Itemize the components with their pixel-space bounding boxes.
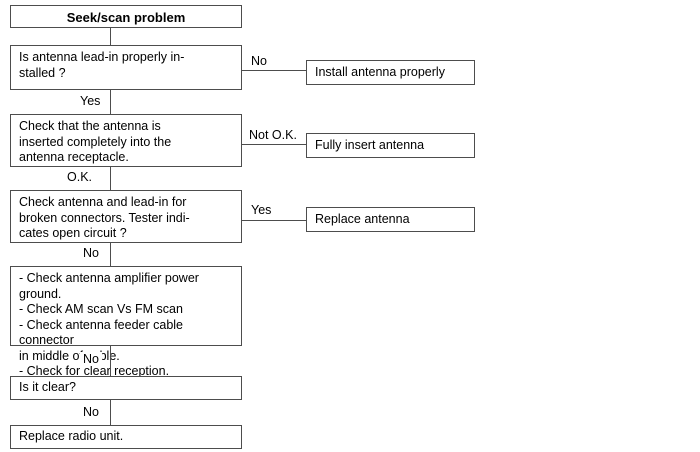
node-step3-broken-connectors: Check antenna and lead-in for broken con… bbox=[10, 190, 242, 243]
edge-label-step2-not-ok: Not O.K. bbox=[246, 128, 300, 142]
node-step1-antenna-lead-in: Is antenna lead-in properly in- stalled … bbox=[10, 45, 242, 90]
connector-step1-to-install-antenna bbox=[242, 70, 306, 71]
connector-step2-to-step3 bbox=[110, 167, 111, 191]
node-branch-replace-antenna: Replace antenna bbox=[306, 207, 475, 232]
connector-step4-to-step5 bbox=[110, 346, 111, 376]
node-step6-replace-radio-unit: Replace radio unit. bbox=[10, 425, 242, 449]
node-title-seek-scan-problem: Seek/scan problem bbox=[10, 5, 242, 28]
node-branch-install-antenna-properly: Install antenna properly bbox=[306, 60, 475, 85]
edge-label-step2-ok: O.K. bbox=[64, 170, 96, 184]
edge-label-step3-no: No bbox=[80, 246, 102, 260]
node-step2-antenna-inserted: Check that the antenna is inserted compl… bbox=[10, 114, 242, 167]
connector-step3-to-replace-antenna bbox=[242, 220, 306, 221]
connector-title-to-step1 bbox=[110, 28, 111, 45]
edge-label-step4-no: No bbox=[80, 352, 102, 366]
connector-step2-to-fully-insert bbox=[242, 144, 306, 145]
edge-label-step5-no: No bbox=[80, 405, 102, 419]
connector-step5-to-step6 bbox=[110, 400, 111, 425]
edge-label-step3-yes: Yes bbox=[248, 203, 275, 217]
connector-step3-to-step4 bbox=[110, 243, 111, 267]
node-step4-checklist: - Check antenna amplifier power ground. … bbox=[10, 266, 242, 378]
node-branch-fully-insert-antenna: Fully insert antenna bbox=[306, 133, 475, 158]
edge-label-step1-yes: Yes bbox=[77, 94, 104, 108]
edge-label-step1-no: No bbox=[248, 54, 270, 68]
node-step5-is-it-clear: Is it clear? bbox=[10, 376, 242, 400]
connector-step1-to-step2 bbox=[110, 90, 111, 115]
